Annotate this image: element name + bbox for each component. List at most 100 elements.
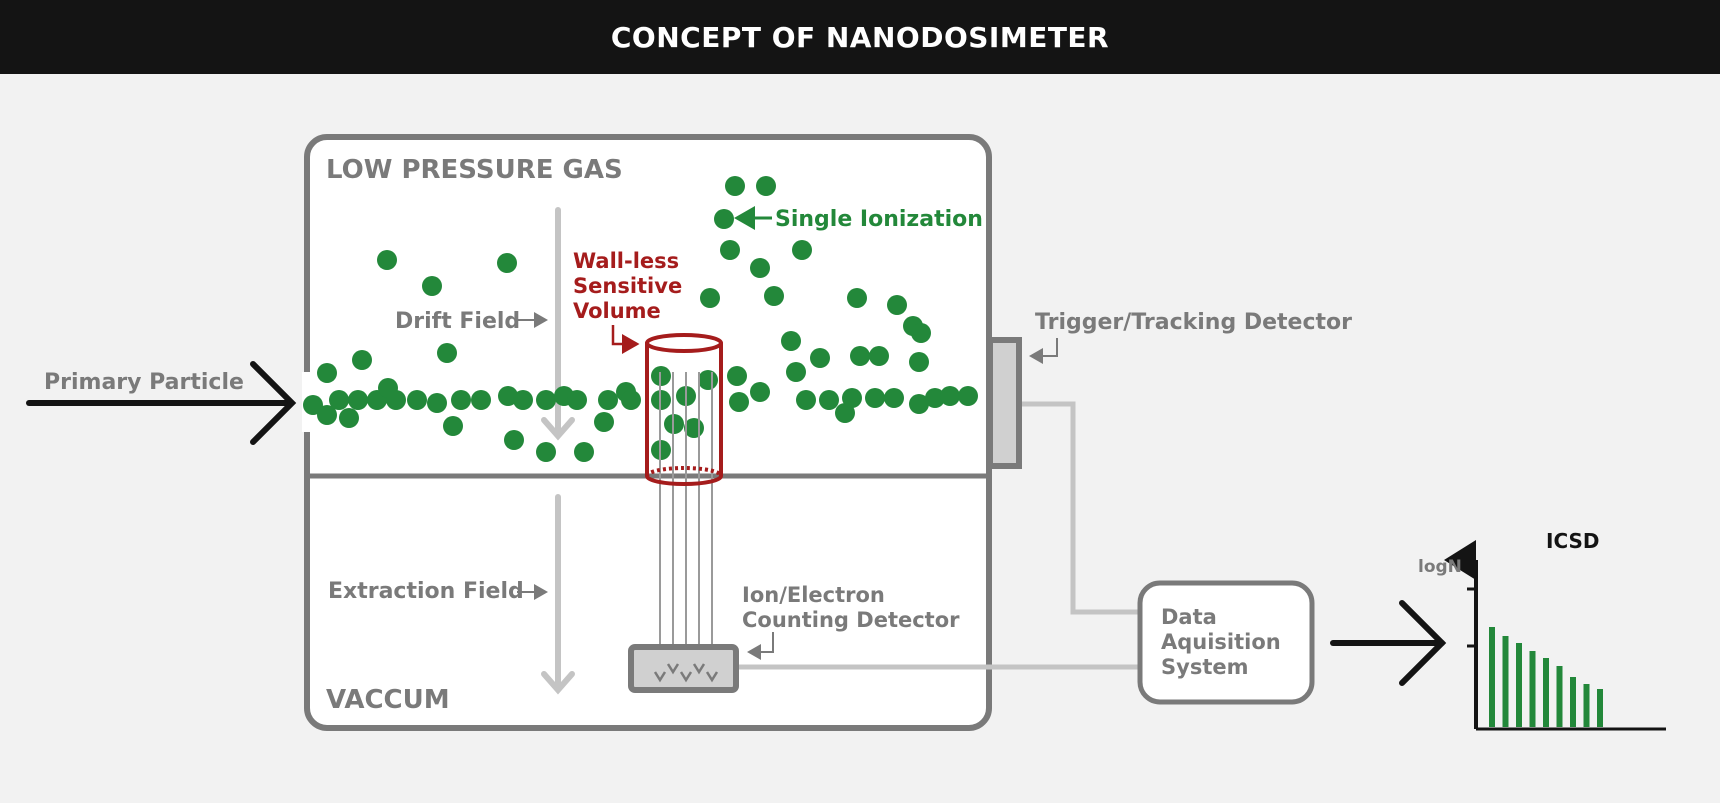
ionization-dot (574, 442, 594, 462)
ionization-dot (317, 363, 337, 383)
ionization-dot (498, 386, 518, 406)
ionization-dot (786, 362, 806, 382)
ionization-dot (497, 253, 517, 273)
counter-detector-pointer (747, 632, 774, 660)
trigger-detector-label: Trigger/Tracking Detector (1035, 310, 1352, 335)
ion-detector-label-2: Counting Detector (742, 608, 960, 632)
icsd-bar (1529, 651, 1536, 727)
icsd-bar (1570, 677, 1576, 727)
ionization-dot (727, 366, 747, 386)
output-arrow-icon (1330, 600, 1447, 686)
ionization-dot (714, 209, 734, 229)
ionization-dot (884, 388, 904, 408)
ionization-dot (756, 176, 776, 196)
ionization-dot (720, 240, 740, 260)
trigger-detector-pointer (1029, 338, 1058, 364)
trigger-tracking-detector (987, 337, 1022, 469)
extraction-field-arrow (541, 494, 575, 695)
ionization-dot (303, 395, 323, 415)
ionization-dot (842, 388, 862, 408)
sensitive-volume-pointer (611, 325, 640, 354)
daq-label-1: Data (1161, 605, 1217, 629)
ionization-dot (911, 323, 931, 343)
ion-drift-lines (659, 372, 713, 648)
counter-arrow (692, 663, 706, 675)
icsd-bar (1583, 684, 1590, 727)
ionization-dot (329, 390, 349, 410)
ionization-dot (810, 348, 830, 368)
ionization-dot (504, 430, 524, 450)
icsd-bar (1489, 627, 1495, 727)
icsd-bar (1597, 689, 1603, 727)
ionization-dot (887, 295, 907, 315)
ionization-dot (471, 390, 491, 410)
ionization-dot (729, 392, 749, 412)
ionization-dot (698, 370, 718, 390)
ionization-dot (865, 388, 885, 408)
ionization-dot (750, 382, 770, 402)
ionization-dot (909, 352, 929, 372)
ionization-dot (339, 408, 359, 428)
ionization-dot (594, 412, 614, 432)
icsd-bar (1556, 666, 1563, 727)
daq-label-2: Aquisition (1161, 630, 1281, 654)
ionization-dot (764, 286, 784, 306)
ionization-dot (781, 331, 801, 351)
counter-arrow (679, 671, 693, 683)
ionization-dot (377, 250, 397, 270)
low-pressure-gas-label: LOW PRESSURE GAS (326, 155, 623, 185)
wall-less-sensitive-volume (645, 333, 723, 486)
ionization-dot (317, 405, 337, 425)
icsd-bars (1489, 627, 1603, 727)
ionization-dot (443, 416, 463, 436)
ionization-dot (536, 442, 556, 462)
ionization-dot (352, 350, 372, 370)
ionization-dot (437, 343, 457, 363)
ionization-dot (958, 386, 978, 406)
page-title: CONCEPT OF NANODOSIMETER (610, 20, 1110, 54)
counter-arrows (653, 663, 719, 683)
vaccum-label: VACCUM (326, 685, 450, 715)
data-acquisition-system (1137, 580, 1315, 705)
ionization-dot (940, 386, 960, 406)
ionization-dot (422, 276, 442, 296)
sensitive-volume-label-3: Volume (573, 299, 661, 323)
ionization-dot (513, 390, 533, 410)
icsd-bar (1543, 658, 1549, 727)
primary-particle-label: Primary Particle (44, 370, 244, 395)
ionization-dot (847, 288, 867, 308)
page-header: CONCEPT OF NANODOSIMETER (0, 0, 1720, 74)
ionization-dot (925, 388, 945, 408)
icsd-chart (1444, 540, 1666, 731)
ionization-dot (348, 390, 368, 410)
ionization-dot (536, 390, 556, 410)
ionization-clusters (303, 176, 978, 462)
primary-particle-arrow-icon (26, 361, 297, 445)
ionization-dot (567, 390, 587, 410)
counter-arrow (666, 663, 680, 675)
trigger-to-daq-wire (1022, 401, 1140, 615)
daq-label-3: System (1161, 655, 1248, 679)
ionization-dot (386, 390, 406, 410)
ionization-dot (700, 288, 720, 308)
icsd-title: ICSD (1546, 529, 1600, 553)
ionization-dot (407, 390, 427, 410)
sensitive-volume-label-2: Sensitive (573, 274, 682, 298)
ionization-dot (750, 258, 770, 278)
ionization-dot (796, 390, 816, 410)
drift-field-label: Drift Field (395, 309, 520, 334)
single-ionization-label: Single Ionization (775, 207, 983, 232)
ionization-dot (835, 403, 855, 423)
counter-arrow (653, 671, 667, 683)
ionization-dot (869, 346, 889, 366)
icsd-bar (1502, 636, 1509, 727)
counter-arrow (705, 671, 719, 683)
extraction-field-label: Extraction Field (328, 579, 524, 604)
ionization-dot (725, 176, 745, 196)
ionization-dot (621, 390, 641, 410)
ionization-dot (819, 390, 839, 410)
icsd-bar (1516, 643, 1522, 727)
ionization-dot (792, 240, 812, 260)
ion-electron-counting-detector (628, 644, 739, 693)
